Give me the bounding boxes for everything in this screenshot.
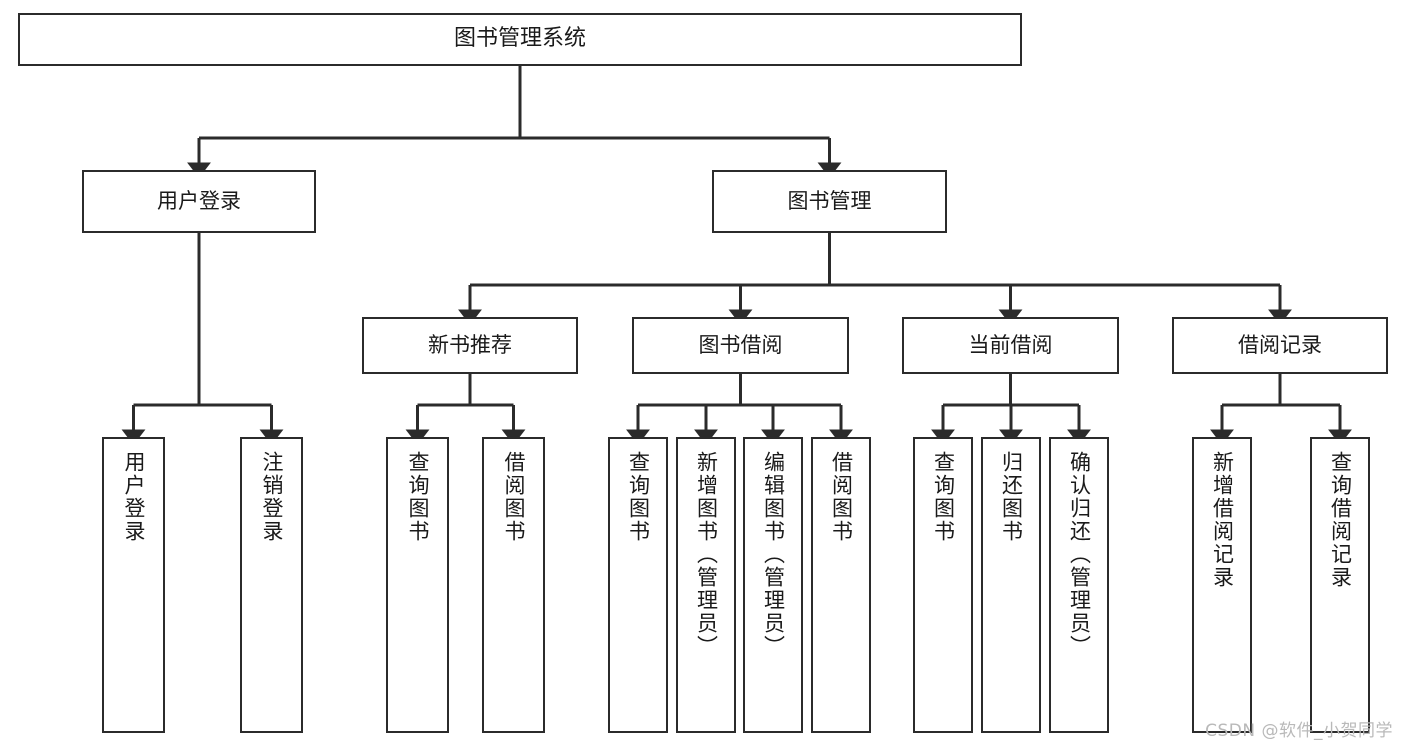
node-leaf-return-book[interactable]: 归还图书: [981, 437, 1041, 733]
node-label: 借阅图书: [502, 451, 526, 543]
node-label: 新增借阅记录: [1210, 451, 1235, 589]
node-leaf-edit-book[interactable]: 编辑图书（管理员）: [743, 437, 803, 733]
node-label: 查询图书: [406, 451, 430, 543]
node-leaf-borrow-book[interactable]: 借阅图书: [811, 437, 871, 733]
node-label: 用户登录: [157, 188, 241, 213]
node-label: 新书推荐: [428, 332, 512, 357]
node-leaf-logout[interactable]: 注销登录: [240, 437, 303, 733]
node-label: 当前借阅: [968, 332, 1053, 357]
node-label: 查询图书: [931, 451, 956, 543]
node-leaf-borrow-query[interactable]: 查询图书: [608, 437, 668, 733]
node-leaf-add-record[interactable]: 新增借阅记录: [1192, 437, 1252, 733]
node-label: 确认归还（管理员）: [1067, 451, 1092, 658]
node-label: 编辑图书（管理员）: [761, 451, 786, 658]
node-book-mgmt[interactable]: 图书管理: [712, 170, 947, 233]
node-label: 查询借阅记录: [1328, 451, 1353, 589]
node-book-borrow[interactable]: 图书借阅: [632, 317, 849, 374]
node-root[interactable]: 图书管理系统: [18, 13, 1022, 66]
node-label: 图书管理系统: [453, 26, 586, 52]
node-label: 用户登录: [122, 451, 146, 543]
node-new-book-rec[interactable]: 新书推荐: [362, 317, 578, 374]
node-user-login[interactable]: 用户登录: [82, 170, 316, 233]
node-leaf-rec-borrow[interactable]: 借阅图书: [482, 437, 545, 733]
node-label: 归还图书: [999, 451, 1024, 543]
node-borrow-record[interactable]: 借阅记录: [1172, 317, 1388, 374]
node-leaf-rec-query[interactable]: 查询图书: [386, 437, 449, 733]
node-leaf-confirm-return[interactable]: 确认归还（管理员）: [1049, 437, 1109, 733]
node-label: 查询图书: [626, 451, 651, 543]
node-label: 图书借阅: [698, 332, 783, 357]
node-label: 借阅记录: [1238, 332, 1322, 357]
node-label: 新增图书（管理员）: [694, 451, 719, 658]
node-leaf-query-record[interactable]: 查询借阅记录: [1310, 437, 1370, 733]
node-label: 借阅图书: [829, 451, 854, 543]
node-leaf-cur-query[interactable]: 查询图书: [913, 437, 973, 733]
node-leaf-add-book[interactable]: 新增图书（管理员）: [676, 437, 736, 733]
node-leaf-user-login[interactable]: 用户登录: [102, 437, 165, 733]
node-current-borrow[interactable]: 当前借阅: [902, 317, 1119, 374]
node-label: 图书管理: [787, 188, 872, 213]
node-label: 注销登录: [260, 451, 284, 543]
